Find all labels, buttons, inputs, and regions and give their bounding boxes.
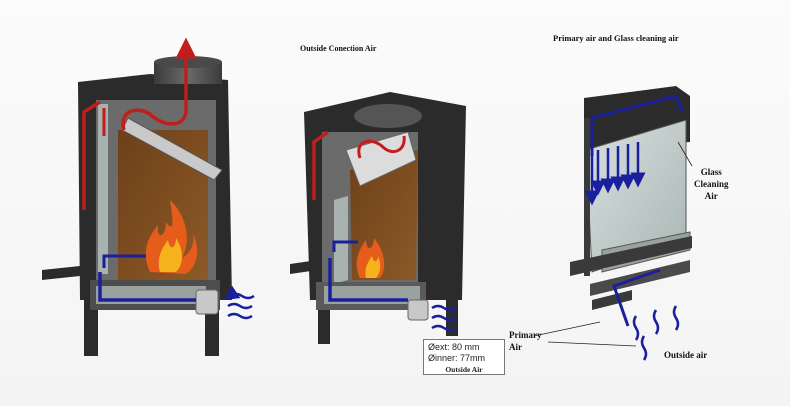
stove-middle-cold-air-duct: [328, 258, 408, 302]
spec-title: Outside Air: [445, 365, 483, 374]
stove-left-hot-air-side: [82, 100, 101, 210]
label-glass-line3: Air: [704, 191, 718, 201]
stove-left-leg-front: [84, 300, 98, 356]
caption-primary-glass: Primary air and Glass cleaning air: [553, 33, 679, 43]
stove-middle-hot-air: [312, 130, 330, 200]
label-outside-air: Outside air: [664, 350, 708, 360]
spec-box: Øext: 80 mm Øinner: 77mm Outside Air: [423, 339, 505, 375]
stove-left-flue: [154, 62, 222, 84]
stove-left-flame: [145, 200, 198, 274]
label-glass-cleaning-air: Glass Cleaning Air: [694, 166, 729, 202]
label-glass-line1: Glass: [700, 167, 722, 177]
stove-left: [42, 37, 255, 356]
stove-left-exhaust-arrow: [121, 37, 197, 131]
caption-outside-connection: Outside Conection Air: [300, 44, 377, 53]
glass-assembly-right: [533, 86, 693, 361]
label-primary-line2: Air: [509, 342, 522, 352]
right-grate-bar: [570, 236, 692, 276]
primary-leader-line: [533, 321, 601, 337]
glass-leader-line: [677, 141, 693, 167]
stove-middle: [290, 92, 466, 344]
label-primary-air: Primary Air: [509, 329, 541, 353]
right-glass-cleaning-airflow: [590, 94, 684, 156]
stove-middle-baffle: [345, 131, 417, 187]
spec-inner-diameter: Øinner: 77mm: [428, 353, 486, 363]
label-glass-line2: Cleaning: [694, 179, 729, 189]
right-primary-airflow: [612, 268, 661, 327]
label-primary-line1: Primary: [509, 330, 542, 340]
stove-left-cold-air-duct: [98, 272, 196, 302]
spec-outer-diameter: Øext: 80 mm: [428, 342, 480, 352]
